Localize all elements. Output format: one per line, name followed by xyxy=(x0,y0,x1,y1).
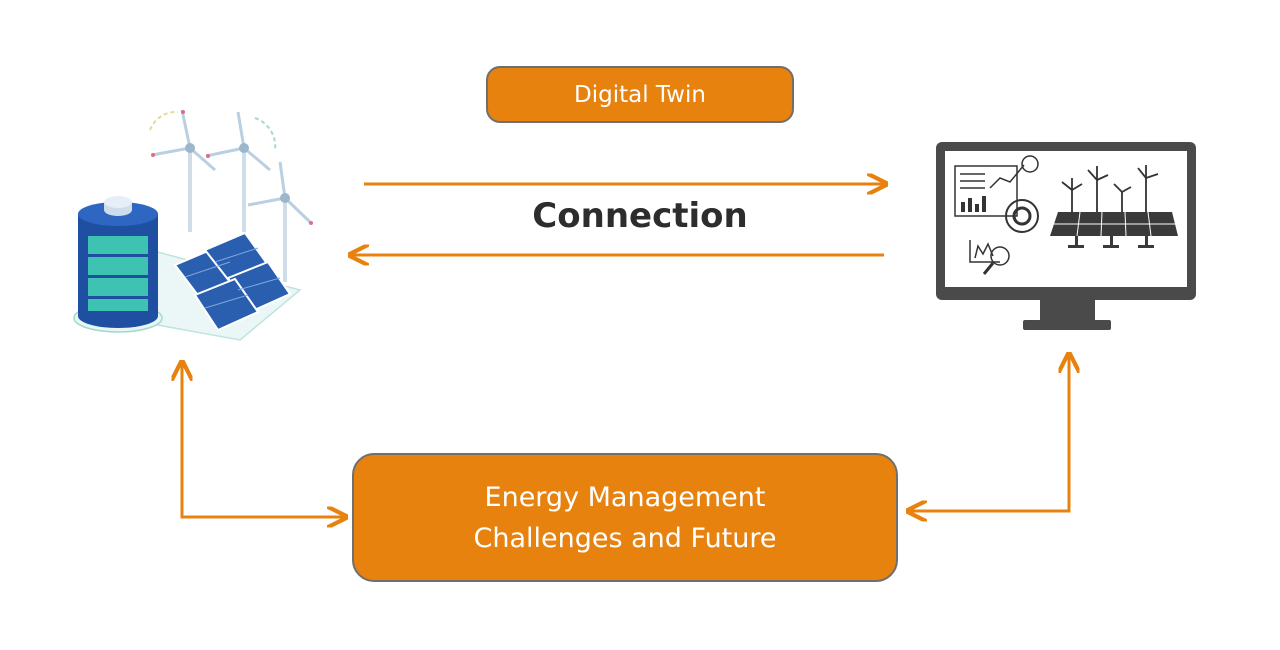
energy-box-line2: Challenges and Future xyxy=(473,522,777,554)
energy-box-line1: Energy Management xyxy=(484,481,766,513)
arrow-left-loop xyxy=(182,364,344,517)
connection-label: Connection xyxy=(532,196,748,236)
energy-management-box: Energy Management Challenges and Future xyxy=(352,453,898,582)
wind-turbine-icon xyxy=(188,150,287,282)
arrow-right-loop xyxy=(910,356,1069,511)
solar-panel-icon xyxy=(173,231,292,332)
digital-twin-box: Digital Twin xyxy=(486,66,794,123)
digital-twin-label: Digital Twin xyxy=(574,81,706,108)
battery-icon xyxy=(73,196,163,333)
